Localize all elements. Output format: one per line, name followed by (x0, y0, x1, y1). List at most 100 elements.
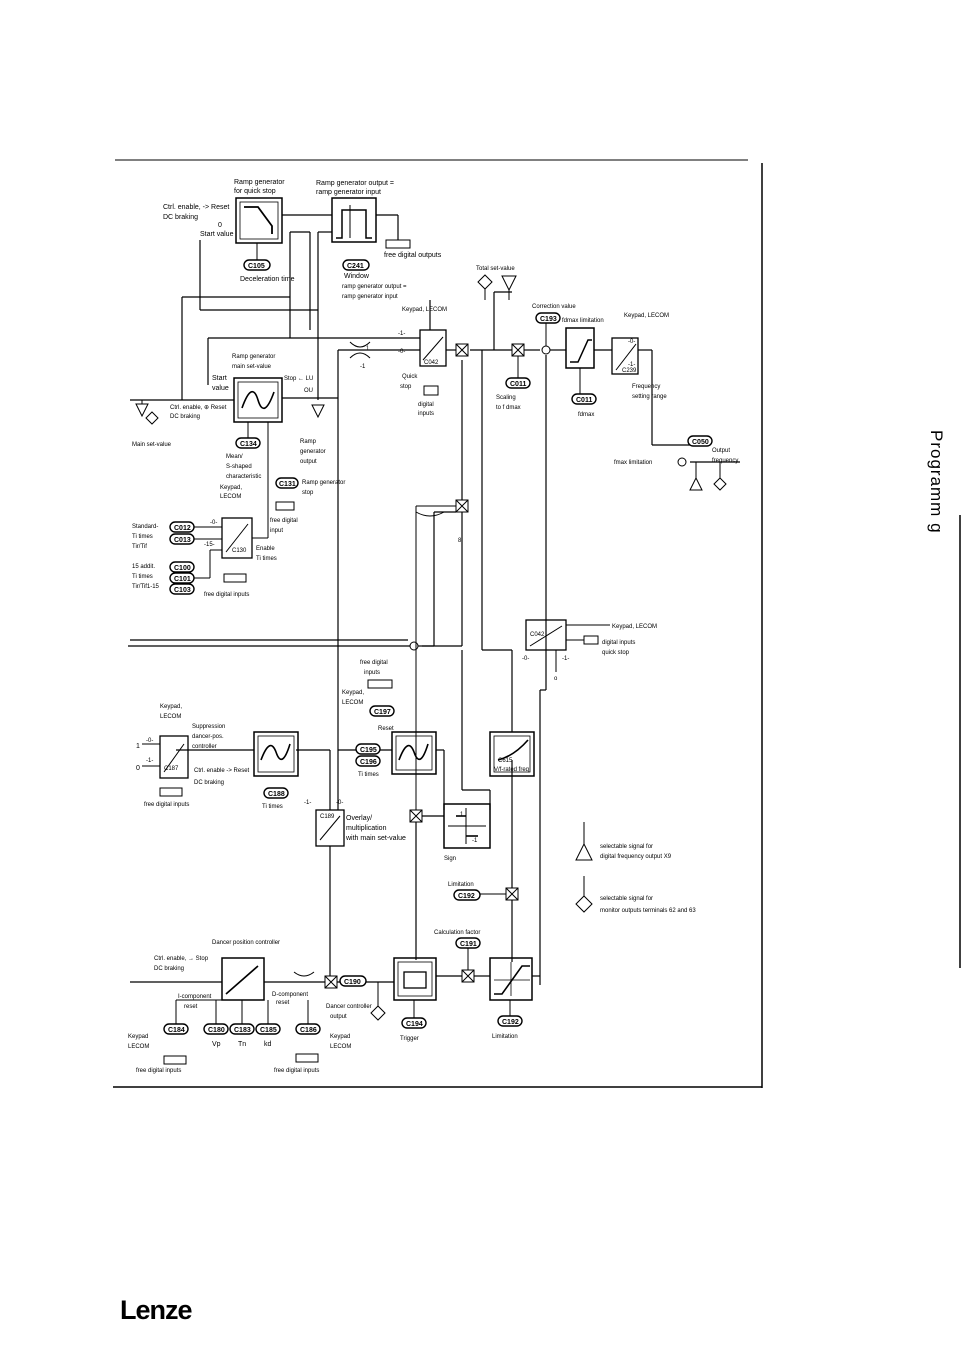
scaling-block: C011 Scaling to f dmax (496, 356, 531, 411)
svg-text:S-shaped: S-shaped (226, 464, 252, 470)
svg-text:Overlay/: Overlay/ (346, 815, 372, 822)
svg-text:OU: OU (304, 388, 313, 394)
svg-text:D-component: D-component (272, 992, 308, 998)
svg-text:dancer-pos.: dancer-pos. (192, 734, 224, 740)
quick-stop-switch-2: C042 Keypad, LECOM digital inputs quick … (522, 619, 657, 682)
svg-text:-1-: -1- (304, 800, 311, 806)
svg-text:C042: C042 (530, 632, 545, 638)
svg-text:free digital inputs: free digital inputs (274, 1068, 319, 1074)
wiring-lower (128, 400, 547, 985)
svg-text:C011: C011 (576, 397, 592, 404)
svg-text:Mean/: Mean/ (226, 454, 243, 460)
svg-text:8: 8 (458, 538, 462, 544)
svg-text:C180: C180 (208, 1027, 225, 1034)
svg-text:C188: C188 (268, 791, 285, 798)
brand-logo: Lenze (120, 1295, 193, 1325)
svg-text:-15-: -15- (204, 542, 215, 548)
svg-text:C195: C195 (360, 747, 377, 754)
svg-text:C190: C190 (344, 979, 361, 986)
frequency-setting-switch: Keypad, LECOM -0- -1- C239 Frequency set… (611, 313, 669, 400)
fdmax-limitation-block: C011 fdmax (565, 327, 597, 418)
svg-text:characteristic: characteristic (226, 474, 261, 480)
overlay-switch: C189 -1- -0- Overlay/ multiplication wit… (304, 800, 406, 847)
svg-text:free digital: free digital (270, 518, 298, 524)
total-setvalue-markers: Total set-value (476, 266, 517, 300)
svg-text:Ti times: Ti times (132, 574, 153, 580)
svg-text:Output: Output (712, 448, 730, 454)
svg-text:LECOM: LECOM (220, 494, 241, 500)
svg-text:-1-: -1- (398, 331, 405, 337)
svg-text:quick stop: quick stop (602, 650, 630, 656)
svg-text:Limitation: Limitation (492, 1034, 518, 1040)
svg-text:DC braking: DC braking (170, 414, 200, 420)
svg-text:C103: C103 (174, 587, 191, 594)
svg-text:free digital: free digital (360, 660, 388, 666)
svg-text:Limitation: Limitation (448, 882, 474, 888)
svg-text:C131: C131 (279, 481, 296, 488)
limitation-calc-factor: Limitation C192 Calculation factor C191 (434, 882, 506, 970)
dancer-position-controller: Dancer position controller Ctrl. enable,… (128, 940, 386, 1074)
svg-text:-1-: -1- (628, 362, 635, 368)
svg-text:controller: controller (192, 744, 217, 750)
svg-text:C615: C615 (498, 758, 513, 764)
svg-text:C239: C239 (622, 368, 637, 374)
svg-text:fmax limitation: fmax limitation (614, 460, 652, 466)
svg-text:Ramp: Ramp (300, 439, 317, 445)
svg-text:Ctrl. enable, -> Reset: Ctrl. enable, -> Reset (163, 204, 229, 211)
svg-text:C192: C192 (458, 893, 475, 900)
svg-text:Ctrl. enable, ⊕ Reset: Ctrl. enable, ⊕ Reset (170, 405, 227, 411)
svg-text:-1: -1 (472, 838, 478, 844)
svg-text:digital inputs: digital inputs (602, 640, 635, 646)
svg-text:output: output (330, 1014, 347, 1020)
svg-text:C196: C196 (360, 759, 377, 766)
svg-text:free digital outputs: free digital outputs (384, 252, 442, 259)
svg-text:o: o (554, 676, 558, 682)
wiring-top (130, 214, 740, 650)
svg-text:Standard-: Standard- (132, 524, 158, 530)
svg-text:C013: C013 (174, 537, 191, 544)
svg-text:Quick: Quick (402, 374, 418, 380)
svg-text:1: 1 (366, 346, 370, 352)
svg-text:LECOM: LECOM (160, 714, 181, 720)
svg-text:C191: C191 (460, 941, 477, 948)
svg-text:Tir/Tif1-15: Tir/Tif1-15 (132, 584, 160, 590)
ramp-generator-dancer: Ctrl. enable -> Reset DC braking C188 Ti… (194, 731, 299, 810)
svg-text:C042: C042 (424, 360, 439, 366)
ramp-generator-quick-stop: Ramp generator for quick stop Ctrl. enab… (163, 179, 295, 283)
svg-text:Trigger: Trigger (400, 1036, 419, 1042)
svg-text:C101: C101 (174, 576, 191, 583)
svg-text:main set-value: main set-value (232, 364, 272, 370)
svg-text:stop: stop (302, 490, 314, 496)
svg-text:multiplication: multiplication (346, 825, 387, 832)
svg-text:Ramp generator: Ramp generator (232, 354, 275, 360)
main-setvalue-markers: Main set-value (132, 400, 325, 448)
svg-text:Keypad,: Keypad, (160, 704, 182, 710)
svg-text:Keypad: Keypad (330, 1034, 350, 1040)
svg-text:free digital inputs: free digital inputs (144, 802, 189, 808)
svg-text:Ctrl. enable -> Reset: Ctrl. enable -> Reset (194, 768, 250, 774)
svg-text:ramp generator input: ramp generator input (342, 294, 398, 300)
svg-text:reset: reset (276, 1000, 290, 1006)
svg-text:LECOM: LECOM (342, 700, 363, 706)
svg-text:-0-: -0- (210, 520, 217, 526)
svg-text:Keypad,: Keypad, (342, 690, 364, 696)
svg-text:C183: C183 (234, 1027, 251, 1034)
svg-text:stop: stop (400, 384, 412, 390)
svg-text:Ramp generator: Ramp generator (234, 179, 285, 186)
svg-text:V/f-rated freq: V/f-rated freq (494, 767, 529, 773)
svg-text:inputs: inputs (418, 411, 434, 417)
svg-text:C011: C011 (510, 381, 526, 388)
svg-text:Total set-value: Total set-value (476, 266, 515, 272)
ramp-generator-output-window: Ramp generator output = ramp generator i… (316, 180, 442, 300)
svg-text:Suppression: Suppression (192, 724, 225, 730)
svg-text:setting range: setting range (632, 394, 667, 400)
svg-text:Calculation factor: Calculation factor (434, 930, 480, 936)
svg-text:1: 1 (136, 743, 140, 750)
svg-text:reset: reset (184, 1004, 198, 1010)
svg-text:selectable signal for: selectable signal for (600, 896, 653, 902)
quick-stop-switch: Keypad, LECOM -1- -0- C042 Quick stop di… (349, 307, 447, 417)
svg-text:LECOM: LECOM (330, 1044, 351, 1050)
svg-text:Keypad: Keypad (128, 1034, 148, 1040)
svg-text:C185: C185 (260, 1027, 277, 1034)
svg-text:Ramp generator output =: Ramp generator output = (316, 180, 394, 187)
